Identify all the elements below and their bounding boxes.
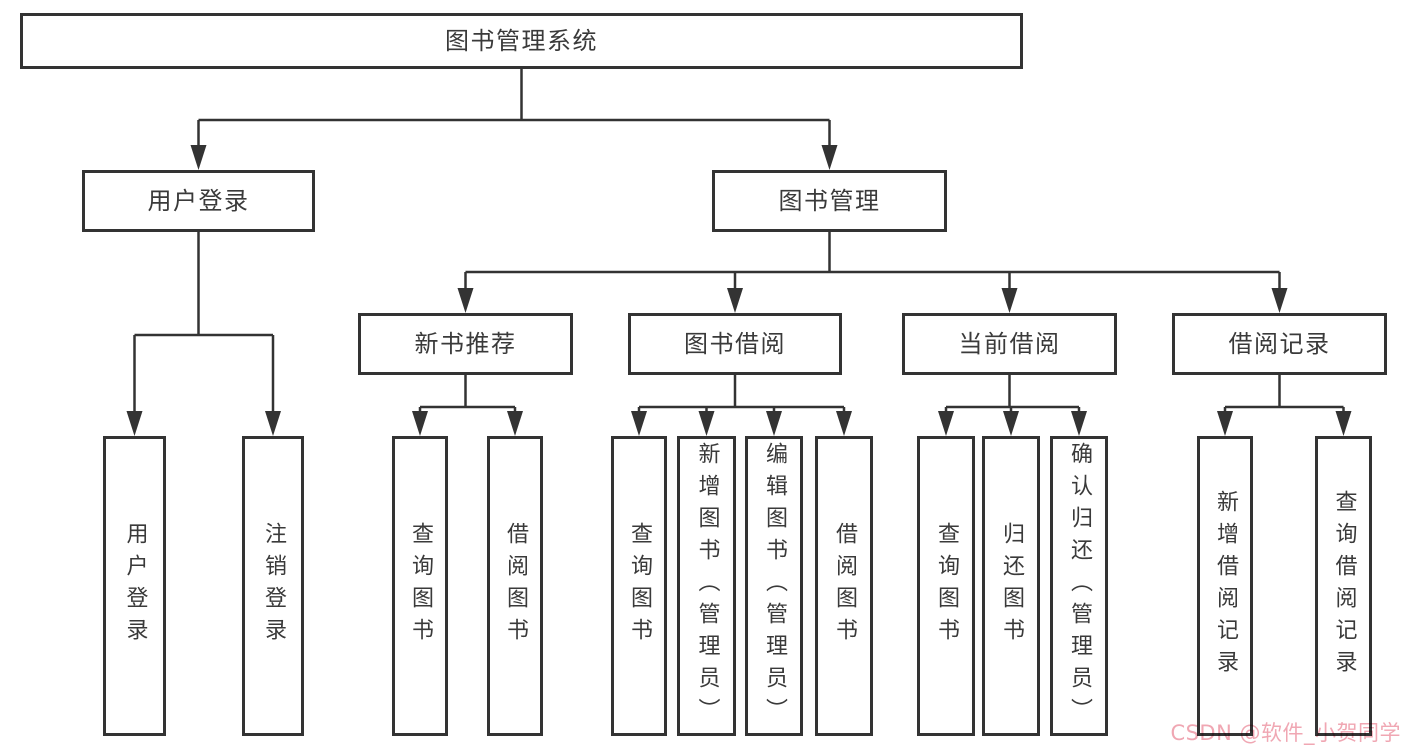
node-root: 图书管理系统 [20,13,1023,69]
node-book-management: 图书管理 [712,170,947,232]
arrowheads [126,145,1352,436]
node-current-borrowing: 当前借阅 [902,313,1117,375]
leaf-cb-confirm-return-admin: 确认归还（管理员） [1050,436,1108,736]
leaf-logout: 注销登录 [242,436,304,736]
leaf-bb-edit-books-admin: 编辑图书（管理员） [745,436,803,736]
node-user-login: 用户登录 [82,170,315,232]
leaf-cb-query-books: 查询图书 [917,436,975,736]
csdn-watermark: CSDN @软件_小贺同学 [1170,721,1401,745]
leaf-bb-add-books-admin: 新增图书（管理员） [677,436,736,736]
node-book-borrowing: 图书借阅 [628,313,842,375]
leaf-nb-borrow-books: 借阅图书 [487,436,543,736]
leaf-cb-return-books: 归还图书 [982,436,1040,736]
node-new-book-recommend: 新书推荐 [358,313,573,375]
leaf-bb-borrow-books: 借阅图书 [815,436,873,736]
node-borrowing-records: 借阅记录 [1172,313,1387,375]
leaf-nb-query-books: 查询图书 [392,436,448,736]
leaf-bb-query-books: 查询图书 [611,436,667,736]
leaf-br-query-record: 查询借阅记录 [1315,436,1372,736]
connector-lines [133,69,1345,412]
leaf-user-login: 用户登录 [103,436,166,736]
leaf-br-add-record: 新增借阅记录 [1197,436,1253,736]
